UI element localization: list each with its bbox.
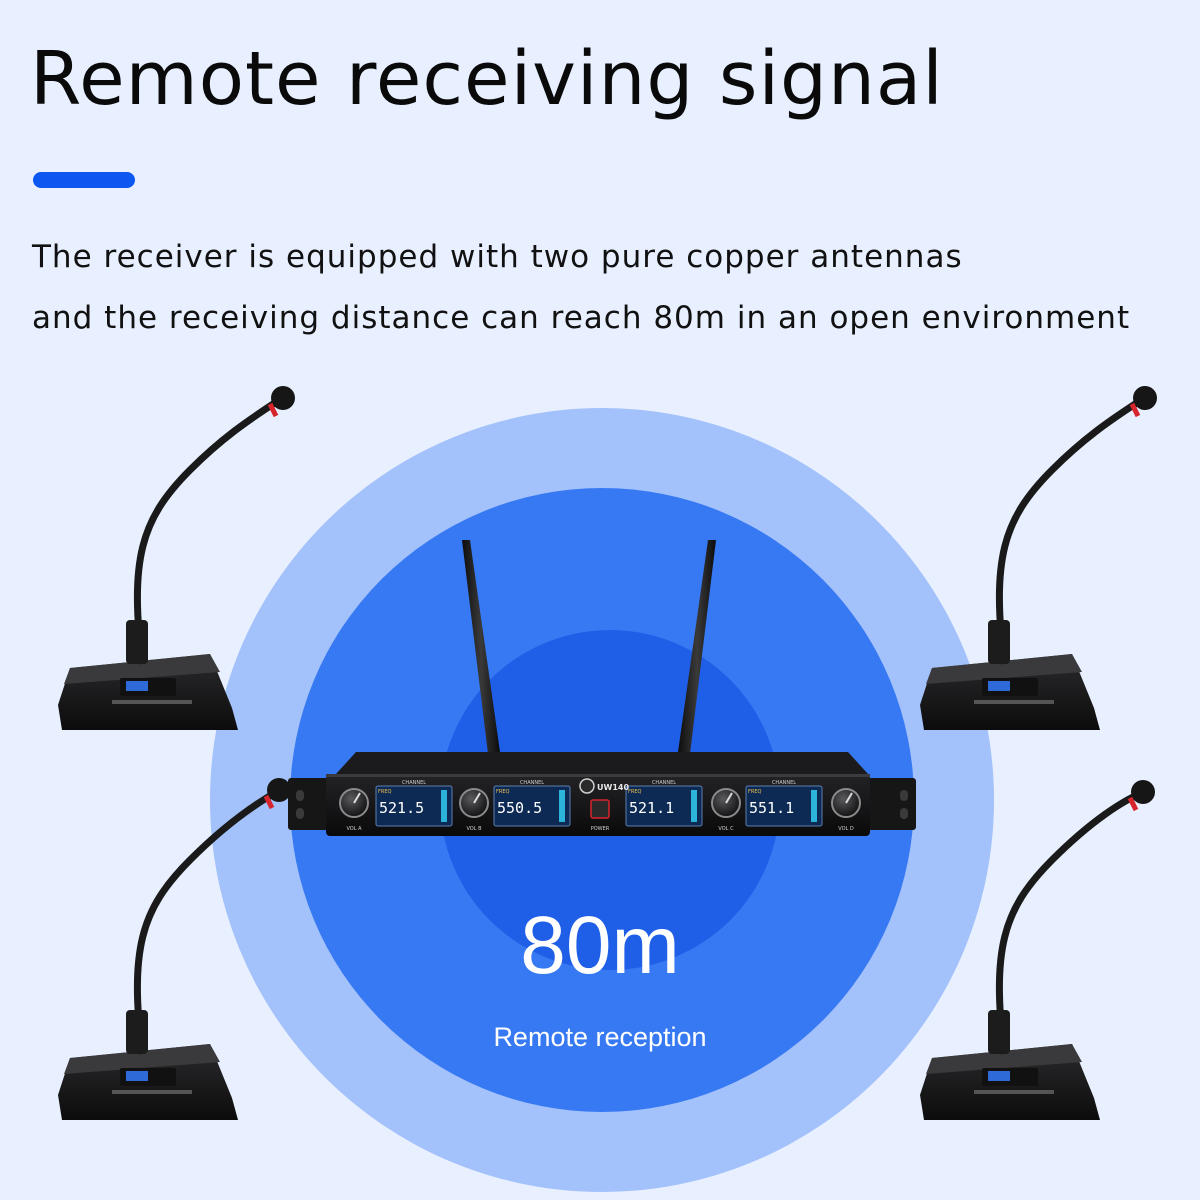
vol-label-d: VOL D — [838, 826, 854, 832]
power-button — [590, 799, 610, 819]
range-distance: 80m — [520, 900, 680, 991]
freq-label-d: FREQ — [748, 789, 762, 795]
vol-label-b: VOL B — [466, 826, 482, 832]
vol-label-a: VOL A — [346, 826, 362, 832]
vol-label-c: VOL C — [718, 826, 734, 832]
volume-knob-d-icon — [831, 788, 861, 818]
page-title: Remote receiving signal — [30, 36, 944, 122]
freq-label-c: FREQ — [628, 789, 642, 795]
display-d-value: 551.1 — [749, 799, 794, 817]
volume-knob-b-icon — [459, 788, 489, 818]
microphone-top-right — [920, 386, 1157, 730]
brand-logo-icon — [579, 778, 595, 794]
microphone-bottom-right — [920, 780, 1155, 1120]
microphone-top-left — [58, 386, 295, 730]
channel-label-c: CHANNEL — [652, 780, 676, 786]
channel-label-a: CHANNEL — [402, 780, 426, 786]
freq-label-a: FREQ — [378, 789, 392, 795]
channel-label-d: CHANNEL — [772, 780, 796, 786]
volume-knob-c-icon — [711, 788, 741, 818]
lcd-display-d — [745, 785, 823, 827]
range-label: Remote reception — [493, 1022, 707, 1052]
title-accent-bar — [33, 172, 135, 188]
lcd-display-a — [375, 785, 453, 827]
microphone-bottom-left — [58, 778, 291, 1120]
display-a-value: 521.5 — [379, 799, 424, 817]
description-line-1: The receiver is equipped with two pure c… — [32, 239, 963, 275]
freq-label-b: FREQ — [496, 789, 510, 795]
model-name: UW140 — [597, 783, 629, 792]
receiver-antennas — [462, 540, 716, 754]
power-label: POWER — [591, 826, 610, 832]
volume-knob-a-icon — [339, 788, 369, 818]
display-c-value: 521.1 — [629, 799, 674, 817]
channel-label-b: CHANNEL — [520, 780, 544, 786]
lcd-display-c — [625, 785, 703, 827]
lcd-display-b — [493, 785, 571, 827]
description-line-2: and the receiving distance can reach 80m… — [32, 300, 1131, 336]
display-b-value: 550.5 — [497, 799, 542, 817]
